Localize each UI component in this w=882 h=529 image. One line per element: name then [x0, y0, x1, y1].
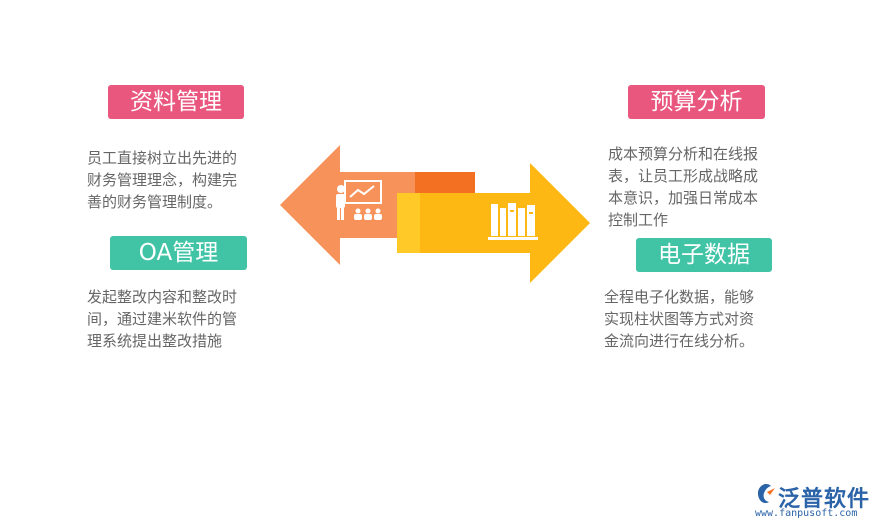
desc-line: 员工直接树立出先进的 — [87, 149, 238, 167]
logo-mark-icon — [757, 484, 775, 504]
section-desc-oa: 发起整改内容和整改时 间，通过建米软件的管 理系统提出整改措施 — [87, 286, 237, 352]
section-desc-edata: 全程电子化数据，能够 实现柱状图等方式对资 金流向进行在线分析。 — [604, 286, 754, 352]
desc-line: 成本预算分析和在线报 — [608, 145, 759, 163]
desc-line: 理系统提出整改措施 — [87, 332, 223, 350]
desc-line: 财务管理理念，构建完 — [87, 171, 238, 189]
desc-line: 间，通过建米软件的管 — [87, 310, 238, 328]
right-arrow-fold — [397, 193, 420, 253]
desc-line: 善的财务管理制度。 — [87, 193, 223, 211]
section-title-oa: OA管理 — [110, 236, 247, 270]
section-title-budget: 预算分析 — [628, 85, 765, 119]
desc-line: 全程电子化数据，能够 — [604, 288, 755, 306]
desc-line: 本意识，加强日常成本 — [608, 189, 759, 207]
section-desc-budget: 成本预算分析和在线报 表，让员工形成战略成 本意识，加强日常成本 控制工作 — [608, 143, 758, 231]
desc-line: 控制工作 — [608, 211, 669, 229]
logo-name: 泛普软件 — [778, 487, 871, 512]
left-arrow-shadow — [415, 172, 475, 195]
desc-line: 发起整改内容和整改时 — [87, 288, 238, 306]
desc-line: 实现柱状图等方式对资 — [604, 310, 755, 328]
desc-line: 表，让员工形成战略成 — [608, 167, 759, 185]
books-icon — [488, 203, 538, 240]
brand-logo: 泛普软件 www.fanpusoft.com — [754, 481, 878, 521]
desc-line: 金流向进行在线分析。 — [604, 332, 755, 350]
logo-url: www.fanpusoft.com — [755, 508, 858, 519]
teacher-presentation-icon — [336, 180, 382, 220]
section-title-materials: 资料管理 — [108, 85, 244, 119]
section-desc-materials: 员工直接树立出先进的 财务管理理念，构建完 善的财务管理制度。 — [87, 147, 237, 213]
section-title-edata: 电子数据 — [636, 238, 772, 272]
